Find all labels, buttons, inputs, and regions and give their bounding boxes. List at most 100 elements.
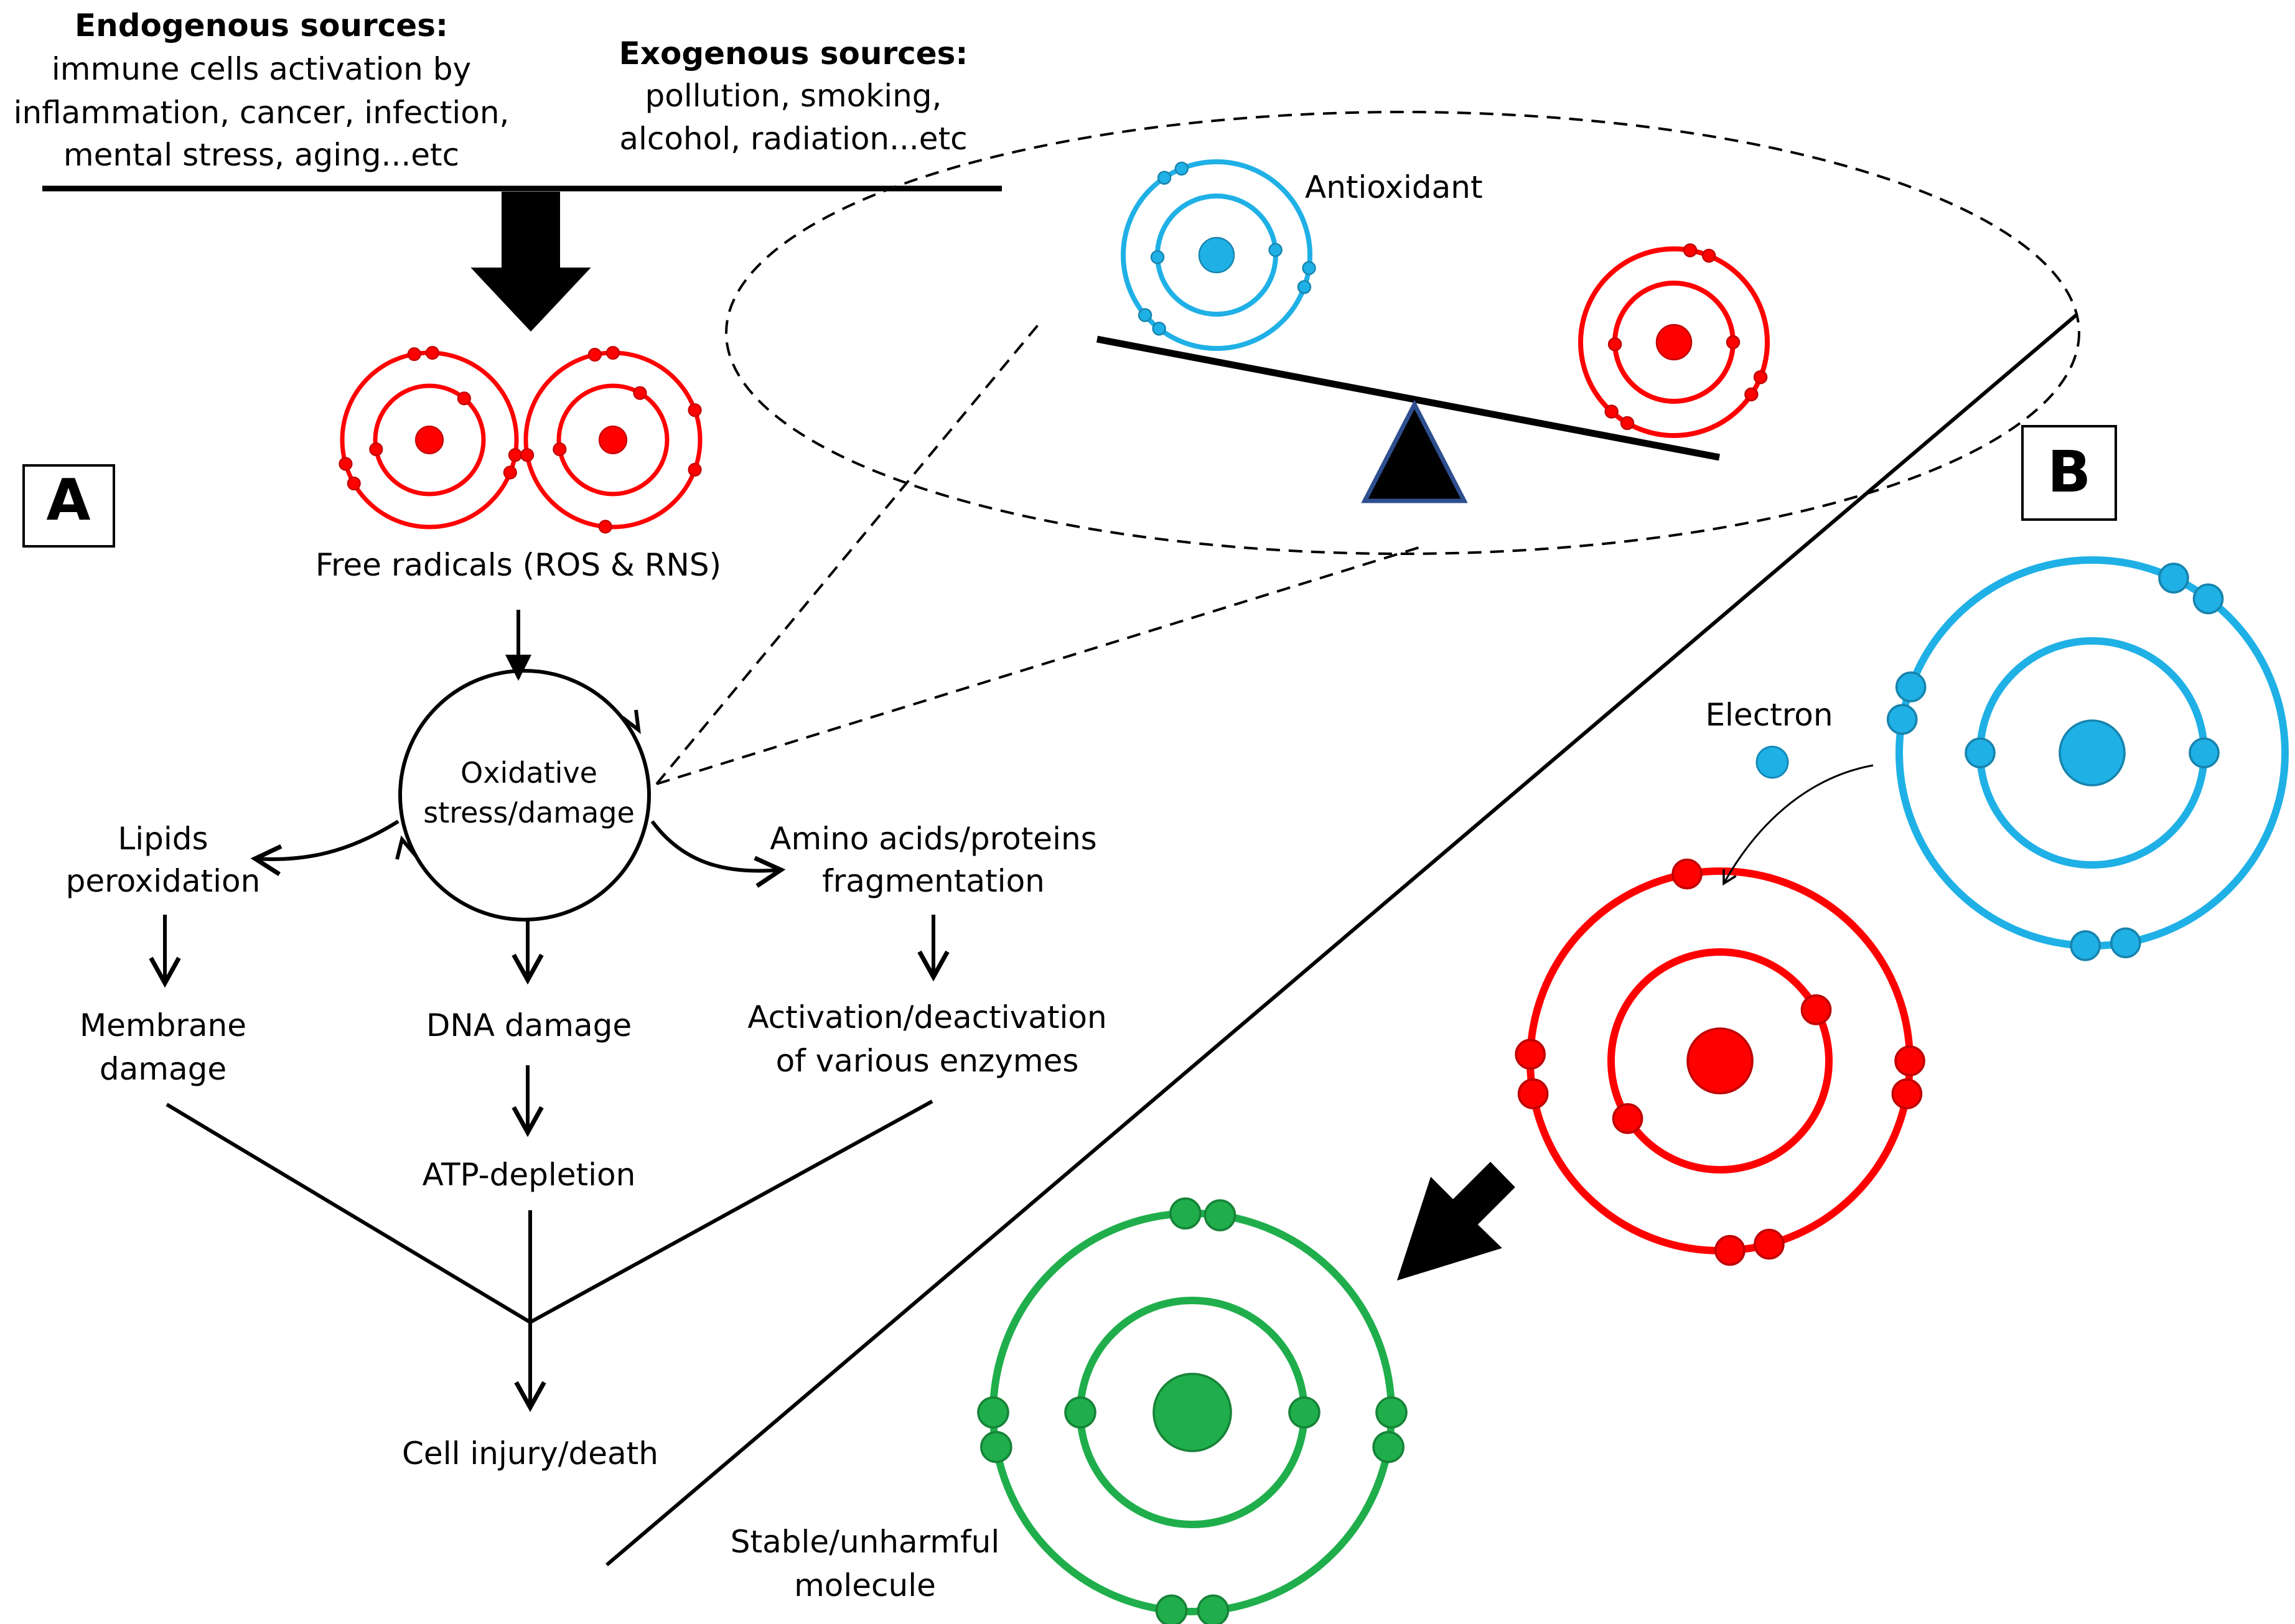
electron	[688, 462, 702, 477]
stabilization-arrow	[1396, 1162, 1515, 1281]
electron	[553, 442, 567, 457]
nucleus	[414, 425, 444, 455]
amino-line-1: Amino acids/proteins	[770, 821, 1096, 857]
nucleus	[1686, 1027, 1754, 1094]
inner-orbit	[556, 383, 670, 497]
endogenous-title: Endogenous sources:	[75, 7, 448, 44]
electron	[503, 465, 517, 480]
electron	[369, 442, 383, 457]
electron	[2110, 927, 2141, 959]
electron	[457, 391, 471, 406]
converge-line-left	[166, 1103, 531, 1324]
electron	[2158, 562, 2189, 594]
electron	[1150, 250, 1165, 264]
panel-divider	[605, 312, 2078, 1567]
free-radical-atom-left	[339, 346, 522, 530]
electron	[2192, 583, 2224, 615]
endogenous-line-1: immune cells activation by	[52, 51, 471, 87]
inner-orbit	[1607, 948, 1833, 1174]
inner-orbit	[373, 383, 486, 497]
electron	[1965, 737, 1996, 768]
exogenous-title: Exogenous sources:	[619, 35, 968, 72]
balance-beam	[1096, 335, 1721, 461]
electron-transfer-arrow	[1722, 764, 1874, 886]
nucleus	[598, 425, 628, 455]
electron	[1894, 1045, 1925, 1076]
free-radical-atom	[1515, 858, 1925, 1266]
electron	[1297, 280, 1312, 294]
free-radical-atom-right	[520, 345, 703, 534]
electron	[1683, 243, 1698, 258]
electron	[1612, 1103, 1643, 1134]
panel-a-label: A	[46, 467, 90, 533]
electron	[347, 476, 361, 491]
membrane-line-2: damage	[100, 1051, 227, 1087]
electron	[605, 345, 620, 360]
lipids-line-1: Lipids	[118, 821, 208, 857]
electron	[1197, 1594, 1230, 1624]
stable-line-1: Stable/unharmful	[731, 1524, 1000, 1560]
electron	[1517, 1078, 1549, 1109]
electron	[1744, 387, 1759, 402]
electron	[1174, 161, 1189, 176]
electron	[425, 346, 439, 360]
stable-line-2: molecule	[794, 1567, 936, 1603]
electron	[1515, 1038, 1546, 1070]
outer-orbit	[1121, 159, 1312, 351]
converge-line-right	[529, 1099, 933, 1324]
atp-depletion-label: ATP-depletion	[423, 1157, 636, 1193]
exogenous-line-2: alcohol, radiation...etc	[619, 121, 967, 157]
panel-a-box	[22, 464, 115, 548]
electron	[1268, 243, 1283, 257]
amino-line-2: fragmentation	[822, 863, 1045, 899]
electron	[1726, 335, 1741, 350]
enzymes-line-2: of various enzymes	[776, 1043, 1079, 1079]
electron	[598, 520, 612, 534]
electron	[1754, 1228, 1785, 1260]
panel-b-label: B	[2047, 439, 2091, 505]
electron	[633, 386, 647, 400]
electron	[1753, 370, 1768, 385]
arrow-to-lipids	[250, 819, 400, 877]
electron	[977, 1396, 1009, 1429]
electron	[1375, 1396, 1408, 1429]
antioxidant-label: Antioxidant	[1305, 169, 1483, 205]
oxidative-cycle-circle	[398, 669, 651, 922]
zoom-ellipse	[725, 111, 2080, 555]
electron	[2189, 737, 2220, 768]
membrane-line-1: Membrane	[80, 1007, 246, 1043]
stable-molecule-atom	[977, 1197, 1408, 1624]
electron	[1714, 1234, 1746, 1266]
electron	[1372, 1430, 1405, 1463]
electron	[1800, 994, 1832, 1025]
enzymes-line-1: Activation/deactivation	[747, 999, 1106, 1035]
electron-label: Electron	[1705, 697, 1833, 733]
electron	[1169, 1197, 1202, 1230]
panel-b-box	[2021, 425, 2117, 521]
cell-death-label: Cell injury/death	[402, 1435, 658, 1472]
exogenous-line-1: pollution, smoking,	[645, 78, 942, 114]
electron	[1302, 261, 1316, 276]
nucleus	[2059, 719, 2126, 786]
electron	[1671, 858, 1703, 890]
electron	[1204, 1199, 1236, 1231]
zoom-line-lower	[656, 546, 1419, 785]
oxidative-label-line-1: Oxidative	[460, 756, 597, 790]
electron	[1155, 1594, 1188, 1624]
electron	[1701, 248, 1716, 263]
electron	[1607, 337, 1622, 352]
electron	[1288, 1396, 1320, 1429]
oxidative-label-line-2: stress/damage	[423, 796, 635, 829]
nucleus	[1655, 324, 1693, 361]
electron	[980, 1430, 1012, 1463]
electron	[2070, 930, 2101, 961]
electron	[1157, 170, 1172, 185]
outer-orbit	[1578, 246, 1770, 438]
cycle-arrow-left	[395, 835, 418, 860]
electron	[1886, 704, 1918, 735]
sources-down-arrow	[470, 192, 591, 332]
electron	[1604, 404, 1619, 419]
electron	[1064, 1396, 1096, 1429]
electron	[508, 448, 522, 462]
